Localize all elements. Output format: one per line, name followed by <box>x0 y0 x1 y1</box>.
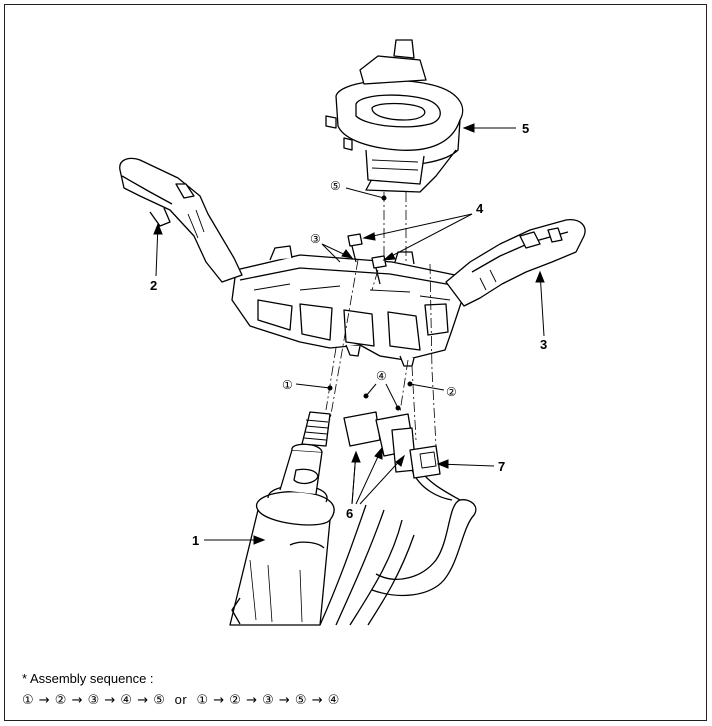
assembly-sequence-heading: * Assembly sequence : <box>22 671 154 686</box>
left-lever-switch <box>119 157 243 283</box>
callout-5: 5 <box>522 121 529 136</box>
callout-7: 7 <box>498 459 505 474</box>
callout-2: 2 <box>150 278 157 293</box>
connectors <box>343 411 441 479</box>
sequence-option-a: ① → ② → ③ → ④ → ⑤ <box>22 693 166 708</box>
assembly-sequence-note: * Assembly sequence : ① → ② → ③ → ④ → ⑤ … <box>22 668 340 711</box>
sequence-option-b: ① → ② → ③ → ⑤ → ④ <box>196 693 340 708</box>
diagram-frame <box>4 4 707 721</box>
callout-3: 3 <box>540 337 547 352</box>
step-marker-3: ③ <box>310 232 321 246</box>
wiring-harness <box>319 469 477 626</box>
callout-6: 6 <box>346 506 353 521</box>
step-marker-5: ⑤ <box>330 179 341 193</box>
assembly-sequence-line: ① → ② → ③ → ④ → ⑤ or ① → ② → ③ → ⑤ → ④ <box>22 689 340 711</box>
leader-lines <box>153 123 545 545</box>
step-marker-2: ② <box>446 385 457 399</box>
step-marker-1: ① <box>282 378 293 392</box>
screws <box>347 233 387 285</box>
clock-spring <box>325 39 464 193</box>
multifunction-switch-body <box>231 245 463 367</box>
sequence-or: or <box>174 692 188 707</box>
steering-column <box>229 411 335 626</box>
right-lever-switch <box>445 219 586 307</box>
callout-4-upper: 4 <box>476 201 484 216</box>
callout-1: 1 <box>192 533 199 548</box>
callout-4-lower: ④ <box>376 369 387 383</box>
assembly-guide-lines <box>325 192 437 447</box>
